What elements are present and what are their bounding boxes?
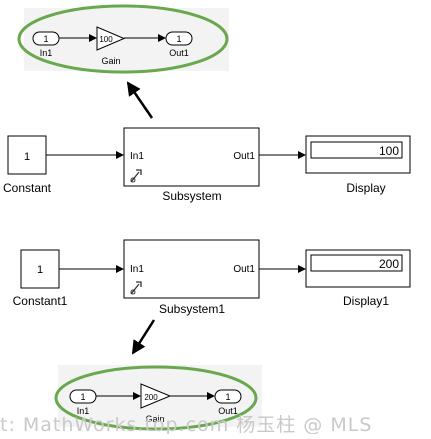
subsystem1-in-port-label: In1 [130, 264, 144, 275]
bottom-inport-number: 1 [80, 392, 85, 402]
subsystem-out-port-label: Out1 [233, 151, 255, 162]
top-inport-number: 1 [43, 34, 48, 44]
subsystem1-wrench-icon [130, 281, 142, 295]
top-inport-block[interactable]: 1 [32, 31, 60, 46]
bottom-inport-label: In1 [77, 406, 90, 416]
top-gain-value: 100 [99, 35, 113, 44]
constant1-label: Constant1 [13, 294, 68, 308]
callout-arrow-up [126, 81, 154, 119]
subsystem-wrench-icon [130, 169, 142, 183]
top-inport-label: In1 [40, 48, 53, 58]
bottom-gain-block[interactable]: 200 [140, 383, 172, 409]
bottom-outport-number: 1 [225, 392, 230, 402]
bottom-inset-highlight-ellipse [54, 365, 258, 431]
bottom-inport-block[interactable]: 1 [69, 389, 97, 404]
constant-block[interactable]: 1 [7, 135, 47, 175]
bottom-outport-label: Out1 [218, 406, 238, 416]
top-gain-block[interactable]: 100 [96, 26, 126, 51]
row1: 1 Constant In1 Out1 Subsystem 100 Displa… [3, 127, 411, 203]
display-label: Display [346, 181, 385, 195]
display1-label: Display1 [343, 294, 389, 308]
bottom-inset: 1 In1 200 Gain 1 Out1 [54, 365, 262, 431]
top-outport-label: Out1 [169, 48, 189, 58]
subsystem1-label: Subsystem1 [159, 302, 225, 316]
display-block[interactable]: 100 [305, 135, 411, 174]
display1-value: 200 [379, 257, 399, 271]
bottom-outport-block[interactable]: 1 [214, 389, 242, 404]
bottom-gain-value: 200 [144, 393, 158, 402]
constant-value: 1 [24, 151, 30, 163]
row2: 1 Constant1 In1 Out1 Subsystem1 200 Disp… [13, 239, 411, 316]
subsystem1-block[interactable]: In1 Out1 [123, 239, 260, 299]
subsystem1-out-port-label: Out1 [233, 264, 255, 275]
subsystem-block[interactable]: In1 Out1 [123, 127, 260, 187]
constant-label: Constant [3, 181, 52, 195]
subsystem-label: Subsystem [162, 189, 221, 203]
constant1-block[interactable]: 1 [20, 249, 60, 289]
top-outport-block[interactable]: 1 [165, 31, 193, 46]
watermark-text: t: MathWorks.top.com 杨玉柱 @ MLS [0, 414, 373, 434]
top-gain-label: Gain [101, 56, 120, 66]
callout-arrow-down [131, 319, 156, 355]
top-inset: 1 In1 100 Gain 1 Out1 [17, 4, 229, 74]
constant1-value: 1 [37, 264, 43, 276]
subsystem-in-port-label: In1 [130, 151, 144, 162]
display1-block[interactable]: 200 [305, 249, 411, 288]
bottom-gain-label: Gain [145, 414, 164, 424]
top-outport-number: 1 [176, 34, 181, 44]
display-value: 100 [379, 144, 399, 158]
top-inset-highlight-ellipse [17, 4, 229, 74]
